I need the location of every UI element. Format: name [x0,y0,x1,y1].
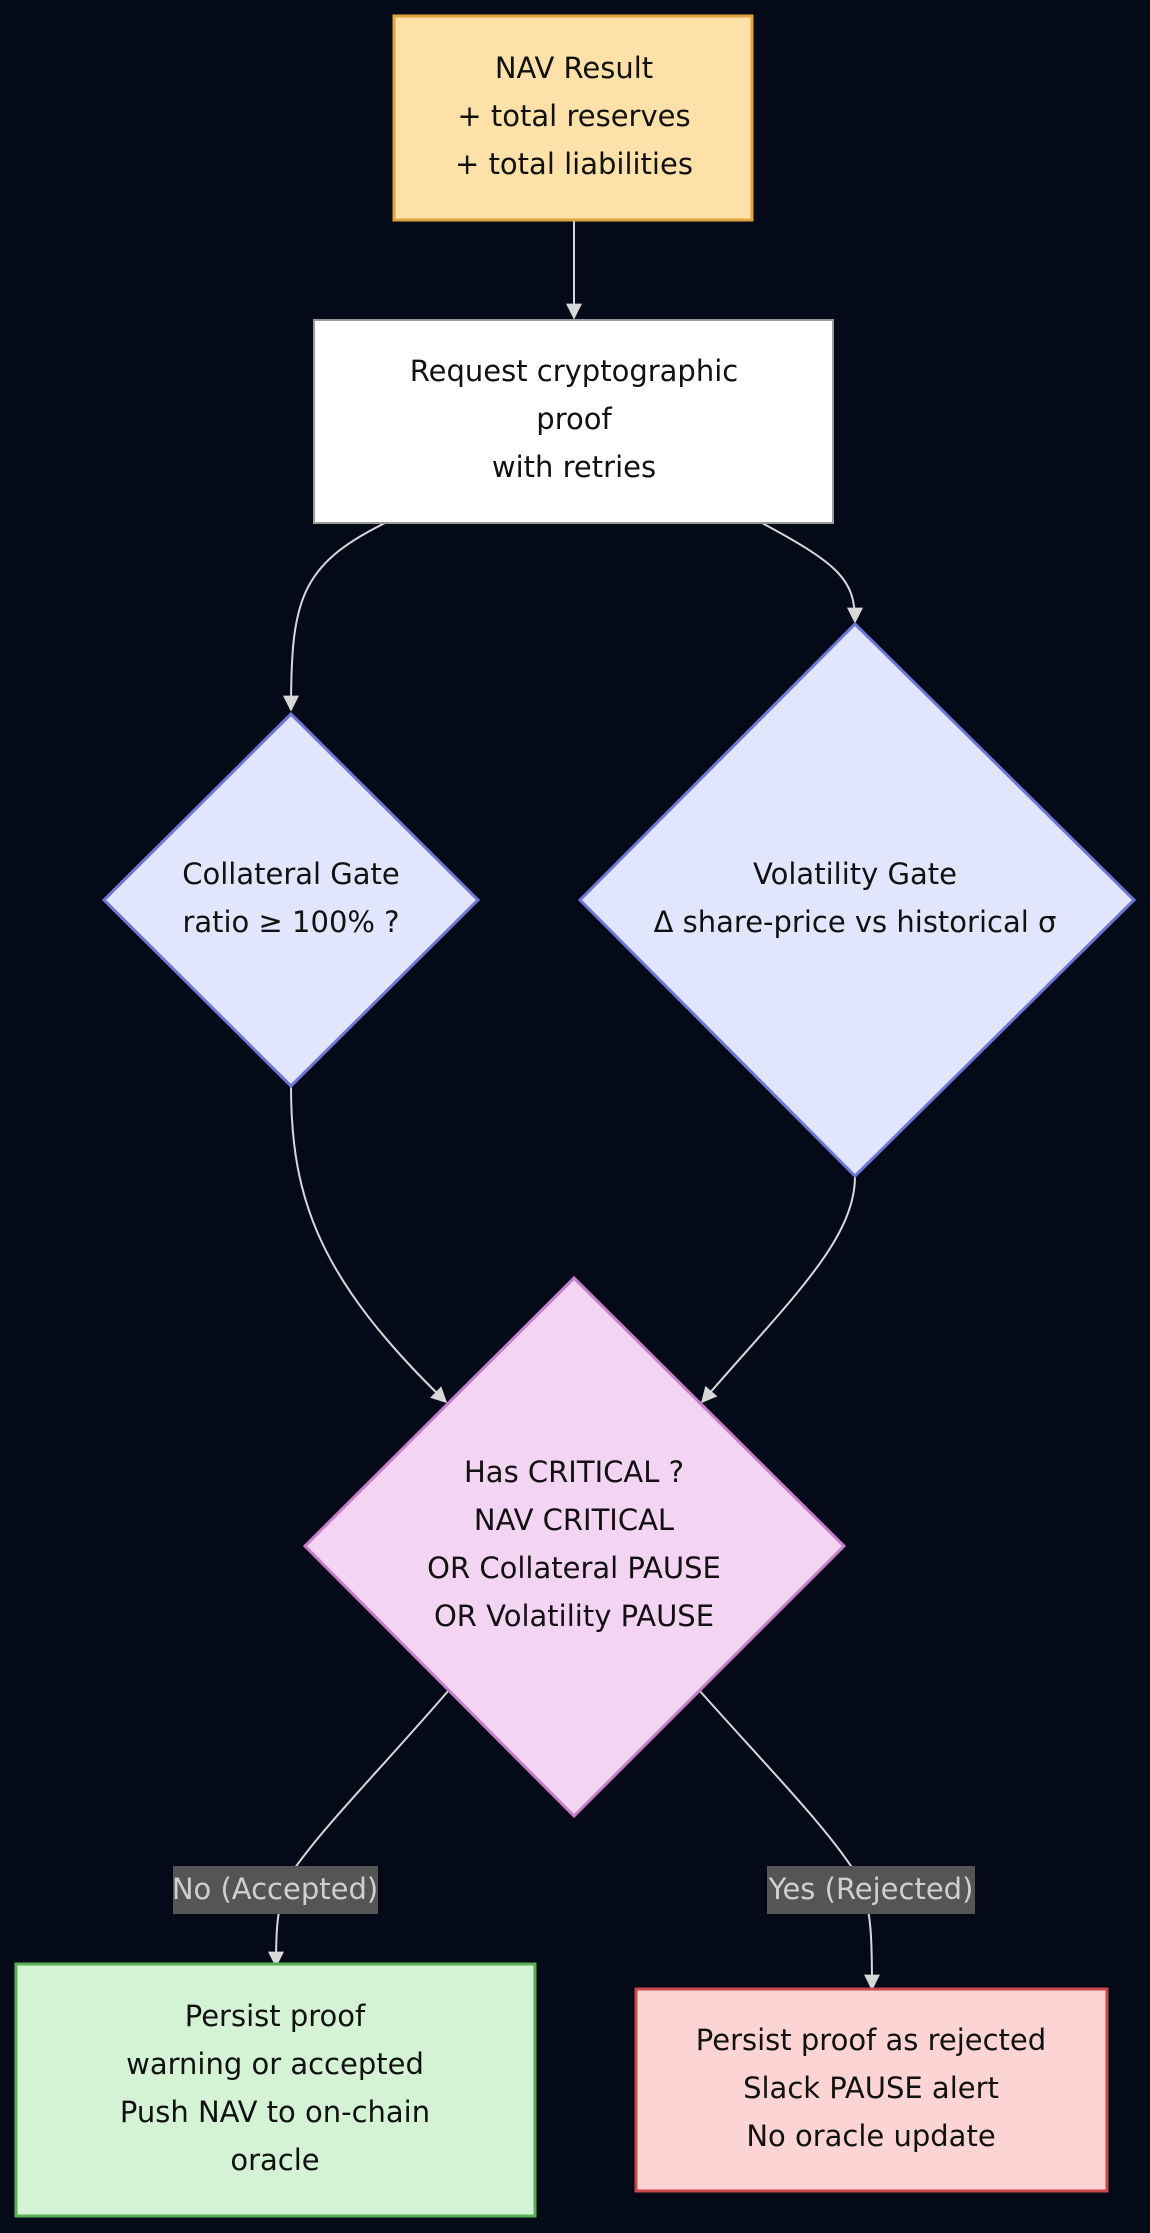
node-accepted: Persist proof warning or accepted Push N… [14,1962,537,2218]
node-collateral-gate-shape [101,711,481,1089]
node-rejected: Persist proof as rejected Slack PAUSE al… [634,1987,1109,2193]
node-request-proof-line-3: with retries [492,450,656,484]
edge-critical-to-accepted [268,1689,450,1968]
node-has-critical-line-1: Has CRITICAL ? [464,1455,684,1489]
node-rejected-box [634,1987,1109,2193]
node-nav-result-line-1: NAV Result [495,51,653,85]
node-accepted-line-2: warning or accepted [126,2047,424,2081]
edge-request-to-collateral [283,522,386,712]
node-volatility-gate-shape [577,621,1137,1179]
node-collateral-gate: Collateral Gate ratio ≥ 100% ? [101,711,481,1089]
node-rejected-line-2: Slack PAUSE alert [743,2071,999,2105]
node-accepted-line-1: Persist proof [185,1999,366,2033]
edge-critical-to-rejected [698,1689,880,1991]
node-volatility-gate: Volatility Gate Δ share-price vs histori… [577,621,1137,1179]
edge-label-rejected-bg [767,1866,975,1914]
node-has-critical: Has CRITICAL ? NAV CRITICAL OR Collatera… [302,1275,847,1819]
node-nav-result-line-3: + total liabilities [455,147,693,181]
node-volatility-gate-line-1: Volatility Gate [753,857,957,891]
node-collateral-gate-line-1: Collateral Gate [182,857,400,891]
node-rejected-line-3: No oracle update [746,2119,995,2153]
edge-collateral-to-critical [290,1085,448,1404]
node-accepted-line-3: Push NAV to on-chain [120,2095,430,2129]
node-has-critical-line-4: OR Volatility PAUSE [434,1599,714,1633]
node-request-proof: Request cryptographic proof with retries [313,319,834,524]
edge-label-accepted-bg [173,1866,378,1914]
node-nav-result: NAV Result + total reserves + total liab… [392,14,754,222]
node-collateral-gate-line-2: ratio ≥ 100% ? [182,905,399,939]
node-accepted-box [14,1962,537,2218]
edge-volatility-to-critical [700,1175,856,1404]
edge-request-to-volatility [761,522,863,624]
edge-label-rejected-text: Yes (Rejected) [768,1872,974,1906]
node-has-critical-line-3: OR Collateral PAUSE [427,1551,721,1585]
edge-label-accepted: No (Accepted) [172,1866,378,1914]
node-has-critical-shape [302,1275,847,1819]
node-request-proof-line-1: Request cryptographic [410,354,738,388]
edge-label-accepted-text: No (Accepted) [172,1872,378,1906]
edge-label-rejected: Yes (Rejected) [767,1866,975,1914]
node-rejected-line-1: Persist proof as rejected [696,2023,1046,2057]
node-has-critical-line-2: NAV CRITICAL [474,1503,674,1537]
node-volatility-gate-line-2: Δ share-price vs historical σ [654,905,1057,939]
node-request-proof-line-2: proof [536,402,612,436]
node-request-proof-box [313,319,834,524]
node-nav-result-box [392,14,754,222]
node-nav-result-line-2: + total reserves [457,99,690,133]
node-accepted-line-4: oracle [230,2143,319,2177]
